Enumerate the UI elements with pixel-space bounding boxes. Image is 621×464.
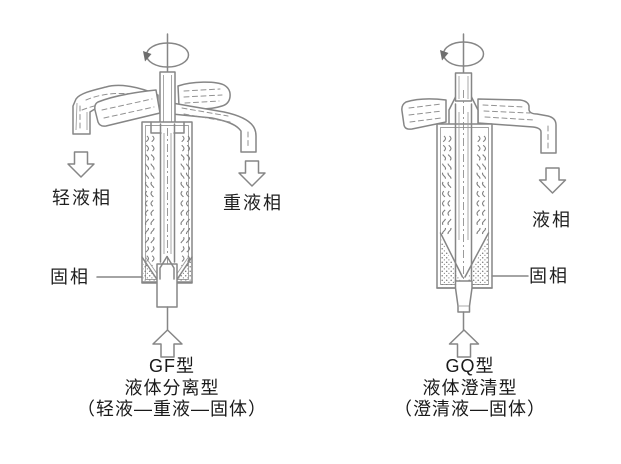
- label-solid-phase-gq: 固相: [529, 266, 569, 286]
- gf-light-liquid-arrow-icon: [67, 151, 95, 178]
- gf-machine-drawing: [67, 33, 266, 358]
- gq-inlet-arrow-icon: [448, 329, 480, 358]
- label-liquid-phase-gq: 液相: [532, 210, 572, 230]
- label-light-liquid-phase: 轻液相: [52, 188, 112, 208]
- gf-discharge-nozzle: [156, 255, 178, 331]
- gq-machine-drawing: [401, 33, 567, 358]
- caption-gq-model: GQ型: [445, 356, 495, 376]
- gq-feed-tube: [448, 72, 479, 129]
- gf-feed-tube: [159, 71, 176, 127]
- gf-rear-pipe-run: [94, 89, 161, 127]
- gf-solids-zone: [141, 256, 193, 283]
- label-heavy-liquid-phase: 重液相: [223, 193, 283, 213]
- gq-rotation-icon: [440, 41, 485, 67]
- label-solid-phase-gf: 固相: [50, 267, 90, 287]
- gf-heavy-liquid-pipe: [171, 81, 257, 153]
- gf-bowl: [141, 121, 193, 284]
- gf-heavy-liquid-arrow-icon: [238, 160, 266, 187]
- gq-liquid-arrow-icon: [538, 167, 567, 194]
- gq-discharge-nozzle: [454, 280, 473, 331]
- gq-bowl: [436, 90, 493, 292]
- gf-bowl-collar: [150, 121, 185, 134]
- gq-liquid-pipe: [477, 98, 557, 154]
- gq-left-wing-pipe: [401, 98, 447, 130]
- gq-solids-zone: [436, 232, 493, 289]
- gf-rotation-icon: [143, 42, 190, 68]
- caption-gq-type: 液体澄清型: [422, 377, 518, 398]
- caption-gq-phases: （澄清液—固体）: [394, 399, 546, 419]
- caption-gf-type: 液体分离型: [124, 377, 220, 398]
- gf-inlet-arrow-icon: [152, 329, 183, 358]
- caption-gf-phases: （轻液—重液—固体）: [77, 399, 267, 419]
- caption-gf-model: GF型: [149, 356, 195, 376]
- caption-gf: GF型 液体分离型 （轻液—重液—固体）: [57, 356, 287, 421]
- caption-gq: GQ型 液体澄清型 （澄清液—固体）: [357, 356, 583, 421]
